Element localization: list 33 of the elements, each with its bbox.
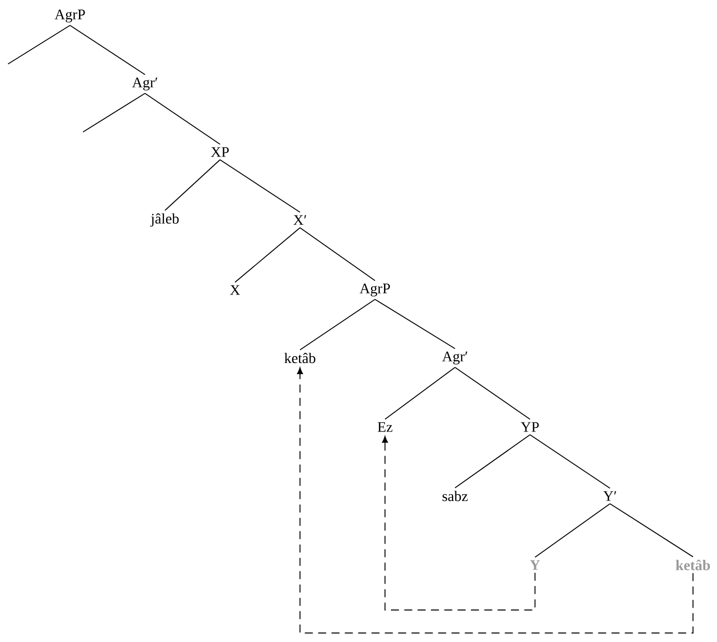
tree-label: YP <box>520 422 539 432</box>
tree-label: XP <box>210 147 229 157</box>
tree-label: Y <box>530 560 540 570</box>
movement-arrow <box>382 436 536 610</box>
tree-label: ketâb <box>284 352 316 364</box>
tree-label: sabz <box>442 490 468 502</box>
tree-label: AgrP <box>360 284 390 296</box>
tree-branch <box>300 298 376 350</box>
tree-branch <box>384 366 456 420</box>
tree-branch <box>454 366 530 420</box>
tree-label: Agr′ <box>132 78 158 90</box>
tree-label: AgrP <box>54 10 85 22</box>
tree-branch <box>144 92 220 145</box>
tree-label: ketâb <box>676 560 710 570</box>
tree-branch <box>82 92 146 132</box>
tree-branch <box>534 503 610 558</box>
tree-branch <box>220 159 300 213</box>
tree-branch <box>70 24 146 76</box>
tree-label: Agr′ <box>442 352 468 364</box>
movement-arrow <box>297 367 694 634</box>
tree-branch <box>300 227 376 282</box>
tree-branch <box>164 159 220 211</box>
tree-label: X <box>230 285 240 295</box>
tree-label: Ez <box>378 422 392 432</box>
tree-branch <box>454 434 530 488</box>
tree-branch <box>374 298 456 350</box>
tree-label: Y′ <box>603 491 616 501</box>
tree-branch <box>8 24 70 64</box>
tree-label: jâleb <box>150 213 179 227</box>
tree-branch <box>610 503 694 558</box>
tree-branch <box>234 227 300 283</box>
tree-label: X′ <box>293 215 306 225</box>
tree-branch <box>530 434 610 489</box>
